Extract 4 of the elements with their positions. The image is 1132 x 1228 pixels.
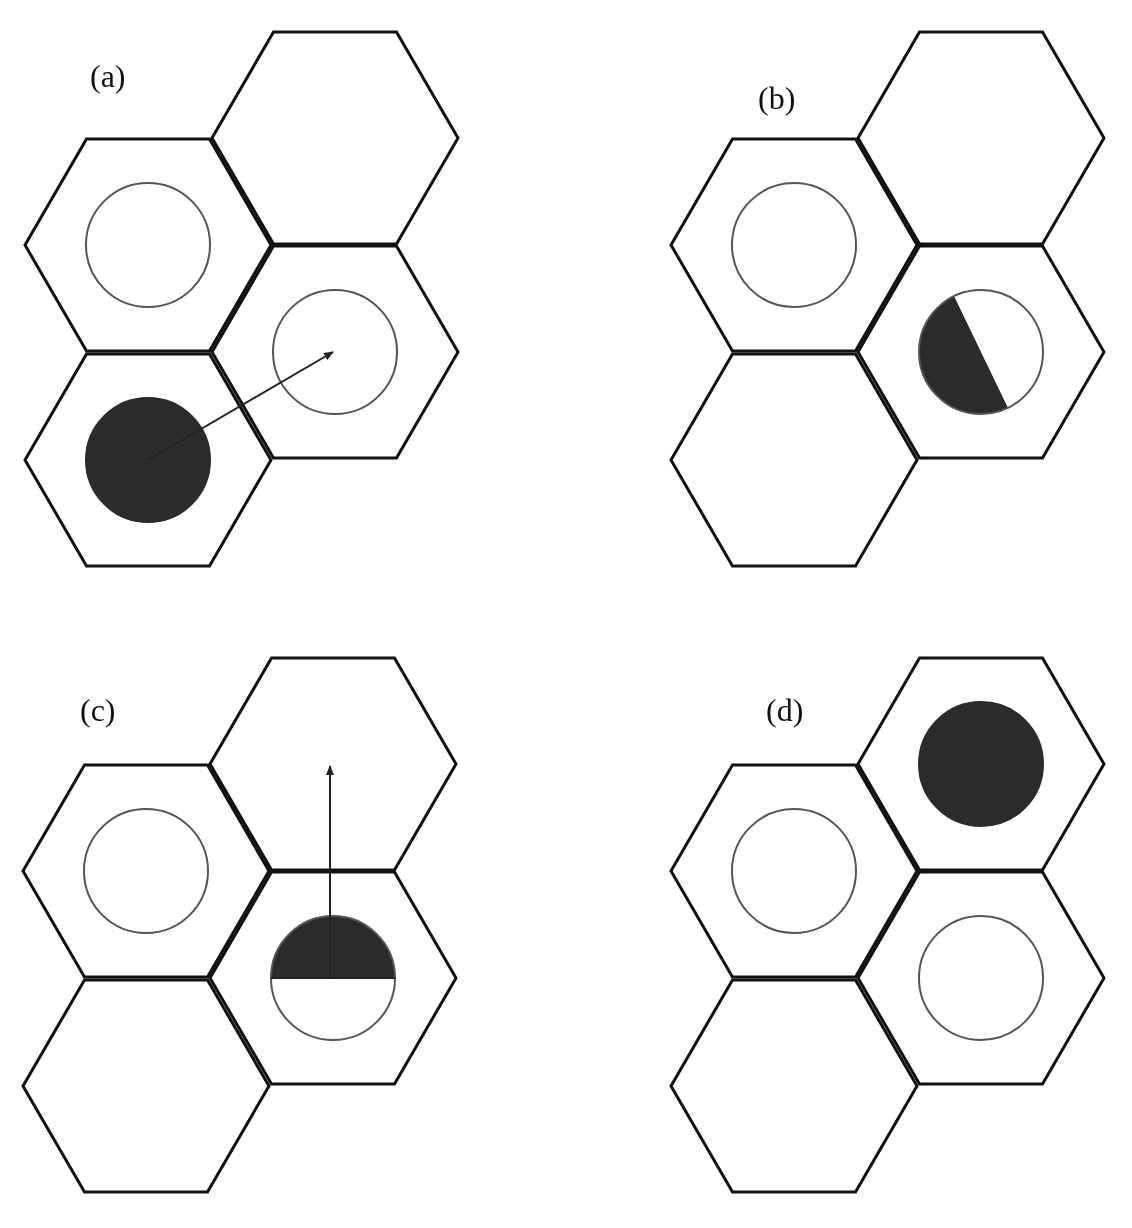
panel-label: (a) xyxy=(90,60,126,92)
panel-label: (c) xyxy=(80,694,116,726)
panel-label: (d) xyxy=(766,694,804,726)
panel-label: (b) xyxy=(758,82,796,114)
